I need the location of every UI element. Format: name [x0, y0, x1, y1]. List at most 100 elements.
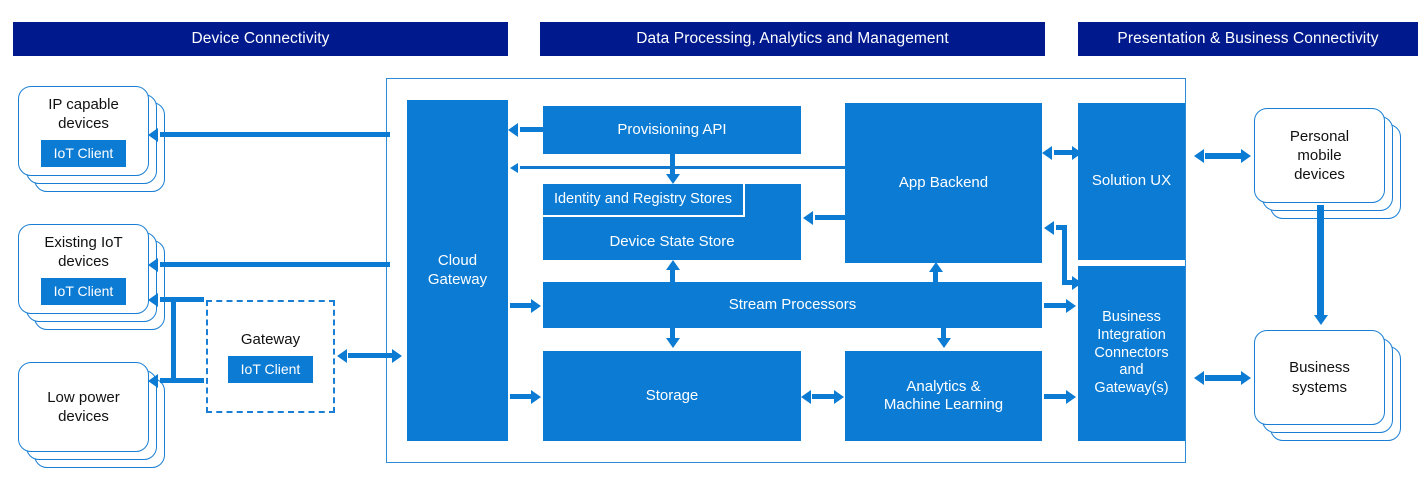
block-label-line-3: Connectors [1094, 344, 1169, 361]
device-card-ip-capable[interactable]: IP capable devices IoT Client [18, 86, 149, 176]
block-app-backend[interactable]: App Backend [845, 103, 1042, 263]
arrowhead-left [508, 122, 518, 137]
connector-provisioning-to-cloudgw [520, 127, 545, 132]
device-card-low-power[interactable]: Low power devices [18, 362, 149, 452]
device-stack-existing-iot: Existing IoT devices IoT Client [18, 224, 183, 334]
connector-stream-to-devicestate [670, 270, 675, 284]
block-label-line-2: Integration [1097, 326, 1166, 343]
connector-appbackend-to-devicestate [815, 215, 847, 220]
block-provisioning-api[interactable]: Provisioning API [543, 106, 801, 154]
gateway-title: Gateway [240, 330, 301, 348]
device-card-title: IP capable devices [48, 95, 119, 133]
device-stack-low-power: Low power devices [18, 362, 183, 472]
title-line-2: devices [58, 253, 109, 270]
arrowhead-right [1241, 371, 1251, 385]
block-stream-processors[interactable]: Stream Processors [543, 282, 1042, 328]
title-line-2: devices [58, 115, 109, 132]
device-card-title: Existing IoT devices [44, 233, 122, 271]
endpoint-stack-personal-mobile: Personal mobile devices [1254, 108, 1419, 223]
arrowhead-right [834, 389, 844, 404]
arrowhead-right [1241, 149, 1251, 163]
device-card-title: Low power devices [47, 388, 120, 426]
endpoint-card-title: Personal mobile devices [1290, 127, 1349, 185]
arrowhead-down [1313, 315, 1328, 325]
connector-gateway-to-cloudgw [348, 353, 394, 358]
block-label: Storage [645, 386, 699, 404]
block-cloud-gateway[interactable]: Cloud Gateway [407, 100, 508, 441]
iot-client-badge[interactable]: IoT Client [227, 356, 314, 384]
arrowhead-left [337, 348, 347, 363]
arrowhead-down [936, 338, 951, 348]
block-label-line-4: and [1119, 362, 1144, 379]
connector-bizint-to-appbackend-horz [1056, 225, 1067, 230]
title-line-1: Existing IoT [44, 233, 123, 251]
connector-bizint-to-appbackend-bottom [1062, 280, 1080, 285]
connector-cloudgw-to-stream [510, 303, 533, 308]
block-label-line-1: Cloud [437, 252, 478, 270]
arrowhead-left [148, 373, 158, 388]
iot-client-badge[interactable]: IoT Client [40, 140, 127, 168]
block-label-line-2: Gateway [427, 270, 488, 288]
arrowhead-right [1072, 145, 1082, 160]
block-identity-registry-stores[interactable]: Identity and Registry Stores [543, 184, 745, 217]
arrowhead-right [531, 298, 541, 313]
block-analytics-machine-learning[interactable]: Analytics & Machine Learning [845, 351, 1042, 441]
title-line-1: Personal [1289, 127, 1350, 145]
connector-bizint-to-business-systems [1205, 375, 1243, 381]
arrowhead-left [803, 210, 813, 225]
connector-storage-to-analytics [812, 394, 836, 399]
banner-label: Device Connectivity [191, 30, 330, 47]
iot-client-badge[interactable]: IoT Client [40, 278, 127, 306]
arrowhead-right [1066, 389, 1076, 404]
connector-cloudgw-to-existing-iot [160, 262, 390, 267]
block-label: Identity and Registry Stores [553, 190, 733, 207]
endpoint-card-title: Business systems [1289, 358, 1350, 396]
connector-personal-mobile-to-business-systems [1317, 205, 1324, 317]
connector-gateway-to-lowpower-horz [160, 378, 204, 383]
block-label: Solution UX [1091, 172, 1172, 190]
block-solution-ux[interactable]: Solution UX [1078, 103, 1185, 260]
arrowhead-left [1044, 220, 1054, 235]
device-card-existing-iot[interactable]: Existing IoT devices IoT Client [18, 224, 149, 314]
connector-analytics-to-bizint [1044, 394, 1068, 399]
block-label: App Backend [898, 173, 989, 191]
connector-stream-to-storage [670, 328, 675, 340]
title-line-2: mobile [1297, 146, 1342, 164]
connector-cloudgw-to-ip-capable [160, 132, 390, 137]
arrowhead-right [1072, 275, 1082, 290]
title-line-2: devices [58, 408, 109, 425]
banner-data-processing: Data Processing, Analytics and Managemen… [540, 22, 1045, 56]
arrowhead-left [801, 389, 811, 404]
title-line-2: systems [1291, 378, 1347, 396]
endpoint-card-business-systems[interactable]: Business systems [1254, 330, 1385, 425]
arrowhead-right [531, 389, 541, 404]
connector-gateway-to-existing-iot-vert [171, 297, 176, 381]
connector-gateway-to-existing-iot-stub [160, 297, 174, 302]
arrowhead-left [1194, 149, 1204, 163]
endpoint-card-personal-mobile[interactable]: Personal mobile devices [1254, 108, 1385, 203]
endpoint-stack-business-systems: Business systems [1254, 330, 1419, 445]
connector-appbackend-to-solutionux [1054, 150, 1076, 155]
block-label: Device State Store [609, 232, 735, 250]
title-line-3: devices [1294, 166, 1345, 184]
device-stack-ip-capable: IP capable devices IoT Client [18, 86, 183, 196]
banner-label: Data Processing, Analytics and Managemen… [636, 30, 949, 47]
arrowhead-left [148, 292, 158, 307]
arrowhead-left [1194, 371, 1204, 385]
banner-label: Presentation & Business Connectivity [1117, 30, 1379, 47]
gateway-box[interactable]: Gateway IoT Client [206, 300, 335, 413]
block-label-line-5: Gateway(s) [1094, 380, 1169, 397]
arrowhead-right [1066, 298, 1076, 313]
block-business-integration-connectors[interactable]: Business Integration Connectors and Gate… [1078, 266, 1185, 441]
block-storage[interactable]: Storage [543, 351, 801, 441]
connector-stream-to-bizint [1044, 303, 1068, 308]
connector-appbackend-to-cloudgw [520, 166, 845, 169]
arrowhead-down [665, 338, 680, 348]
arrowhead-up [928, 262, 943, 272]
banner-presentation: Presentation & Business Connectivity [1078, 22, 1418, 56]
block-label: Stream Processors [728, 295, 857, 313]
block-label-line-1: Business [1102, 309, 1161, 326]
title-line-1: Business [1289, 359, 1350, 377]
arrowhead-left [1042, 145, 1052, 160]
